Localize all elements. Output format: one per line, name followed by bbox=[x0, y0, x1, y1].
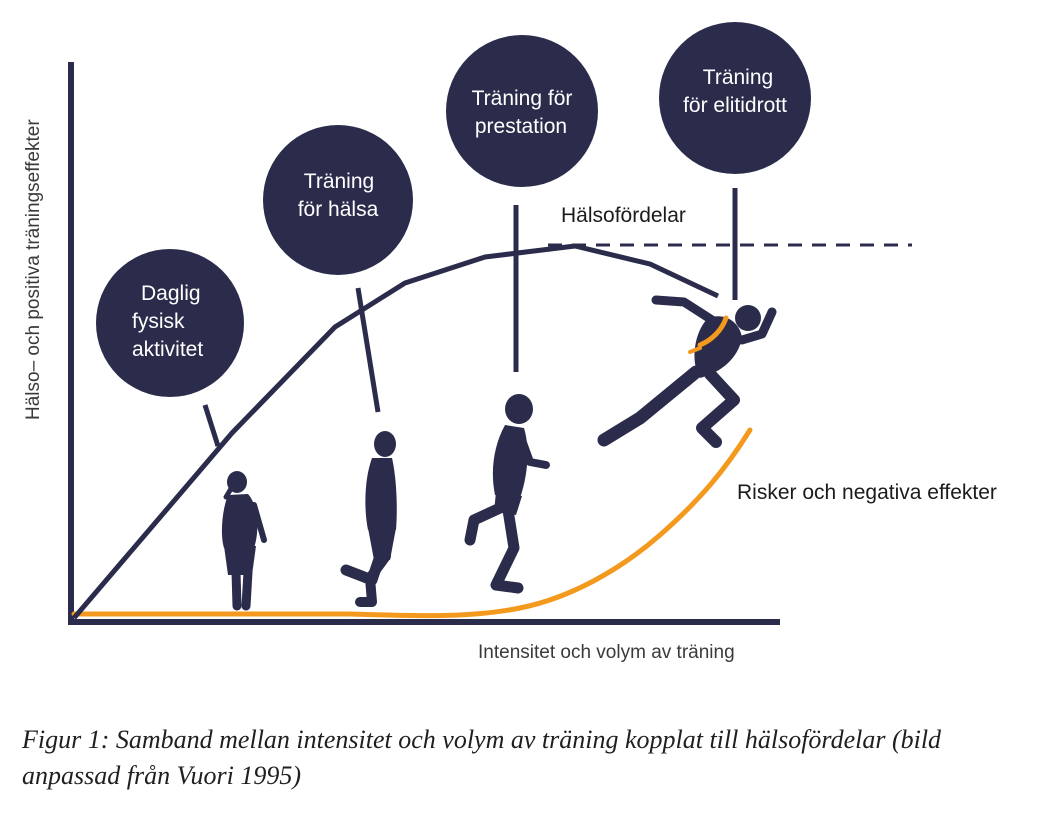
circle-daily-activity-line3: aktivitet bbox=[132, 338, 203, 361]
circle-performance-training-line1: Träning för bbox=[472, 87, 573, 110]
benefit-curve-label: Hälsofördelar bbox=[561, 204, 686, 227]
risk-curve bbox=[71, 427, 753, 619]
sprinting-person-icon bbox=[597, 295, 777, 448]
risk-curve-label: Risker och negativa effekter bbox=[737, 481, 997, 504]
circle-daily-activity-line1: Daglig bbox=[141, 282, 201, 305]
jogging-person-icon bbox=[464, 394, 550, 594]
circle-health-training: Träning för hälsa bbox=[263, 125, 413, 275]
connector-daily-activity bbox=[202, 404, 221, 447]
circle-health-training-line2: för hälsa bbox=[298, 198, 379, 221]
circle-health-training-line1: Träning bbox=[304, 170, 374, 193]
training-diagram: Hälso– och positiva träningseffekter Int… bbox=[23, 22, 997, 663]
walking-person-icon bbox=[340, 431, 397, 607]
x-axis-label: Intensitet och volym av träning bbox=[478, 642, 735, 663]
circle-elite-training-line1: Träning bbox=[703, 66, 773, 89]
circle-performance-training: Träning för prestation bbox=[446, 35, 598, 187]
circle-performance-training-line2: prestation bbox=[475, 115, 567, 138]
circle-daily-activity-line2: fysisk bbox=[132, 310, 185, 333]
standing-person-icon bbox=[221, 471, 267, 611]
circle-elite-training-line2: för elitidrott bbox=[683, 94, 787, 117]
circle-elite-training: Träning för elitidrott bbox=[659, 22, 811, 174]
connector-health-training bbox=[355, 287, 381, 413]
circle-daily-activity: Daglig fysisk aktivitet bbox=[96, 249, 244, 397]
y-axis-label: Hälso– och positiva träningseffekter bbox=[23, 119, 44, 420]
health-benefit-curve bbox=[72, 243, 720, 620]
figure-caption: Figur 1: Samband mellan intensitet och v… bbox=[22, 725, 942, 790]
